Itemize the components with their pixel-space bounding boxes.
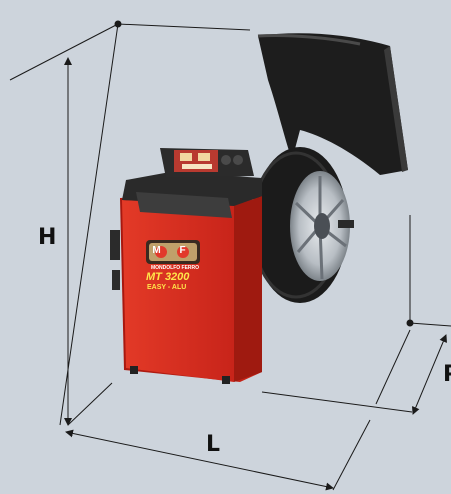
depth-label: P [443,362,451,387]
dimension-lines [9,20,451,491]
model-name: MT 3200 [146,271,190,283]
shaft [338,220,354,228]
depth-top-line [409,322,451,327]
logo-letters: M F [152,245,194,256]
corner-guide-line [59,23,119,426]
top-right-edge-line [117,23,251,31]
depth-guide-line [375,329,411,405]
height-label: H [38,225,57,250]
foot-left [130,366,138,374]
side-handle [110,230,120,260]
left-base-guide [67,382,113,426]
top-left-edge-line [9,23,119,81]
wheel [250,147,354,303]
corner-dot-top [114,20,122,28]
cabinet-front [122,200,234,382]
model-variant: EASY - ALU [147,284,187,291]
brand-name: MONDOLFO FERRO [150,265,200,271]
foot-right [222,376,230,384]
wheel-guard [257,33,408,176]
front-base-line [261,391,413,413]
length-dimension-arrow [65,429,334,491]
cabinet-side [234,196,262,382]
balancer-machine [110,148,262,384]
corner-dot-right [406,319,414,327]
right-base-guide [332,419,371,491]
depth-dimension-arrow [412,334,447,415]
length-label: L [206,432,221,457]
